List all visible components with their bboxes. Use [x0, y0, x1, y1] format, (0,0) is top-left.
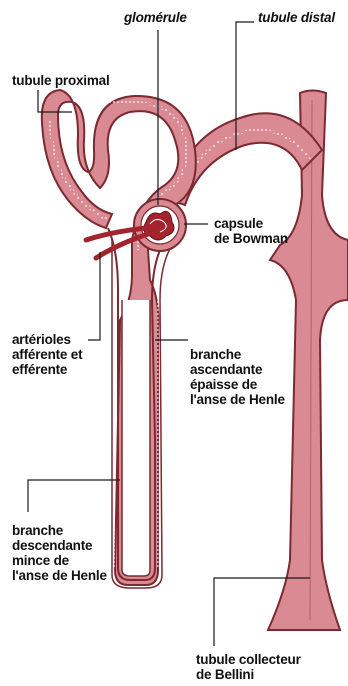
descendante-line-4: l'anse de Henle [12, 568, 107, 583]
capsule-line-2: de Bowman [214, 231, 288, 246]
glomerule-text: glomérule [124, 10, 187, 25]
label-capsule: capsule de Bowman [214, 216, 288, 246]
ascendante-line-4: l'anse de Henle [190, 392, 285, 407]
ascendante-line-2: ascendante [190, 362, 285, 377]
label-glomerule: glomérule [124, 10, 187, 25]
descendante-line-1: branche [12, 523, 107, 538]
collecteur-line-2: de Bellini [196, 667, 301, 682]
label-arterioles: artérioles afférente et efférente [12, 332, 82, 377]
arterioles-line-3: efférente [12, 362, 82, 377]
tubule-distal-text: tubule distal [258, 10, 335, 25]
capsule-line-1: capsule [214, 216, 288, 231]
arterioles-line-1: artérioles [12, 332, 82, 347]
arterioles-line-2: afférente et [12, 347, 82, 362]
label-tubule-proximal: tubule proximal [12, 73, 110, 88]
label-tubule-collecteur: tubule collecteur de Bellini [196, 652, 301, 682]
label-branche-ascendante: branche ascendante épaisse de l'anse de … [190, 347, 285, 407]
ascendante-line-3: épaisse de [190, 377, 285, 392]
label-branche-descendante: branche descendante mince de l'anse de H… [12, 523, 107, 583]
tubule-proximal-text: tubule proximal [12, 73, 110, 88]
label-tubule-distal: tubule distal [258, 10, 335, 25]
ascendante-line-1: branche [190, 347, 285, 362]
descendante-line-3: mince de [12, 553, 107, 568]
collecteur-line-1: tubule collecteur [196, 652, 301, 667]
descendante-line-2: descendante [12, 538, 107, 553]
